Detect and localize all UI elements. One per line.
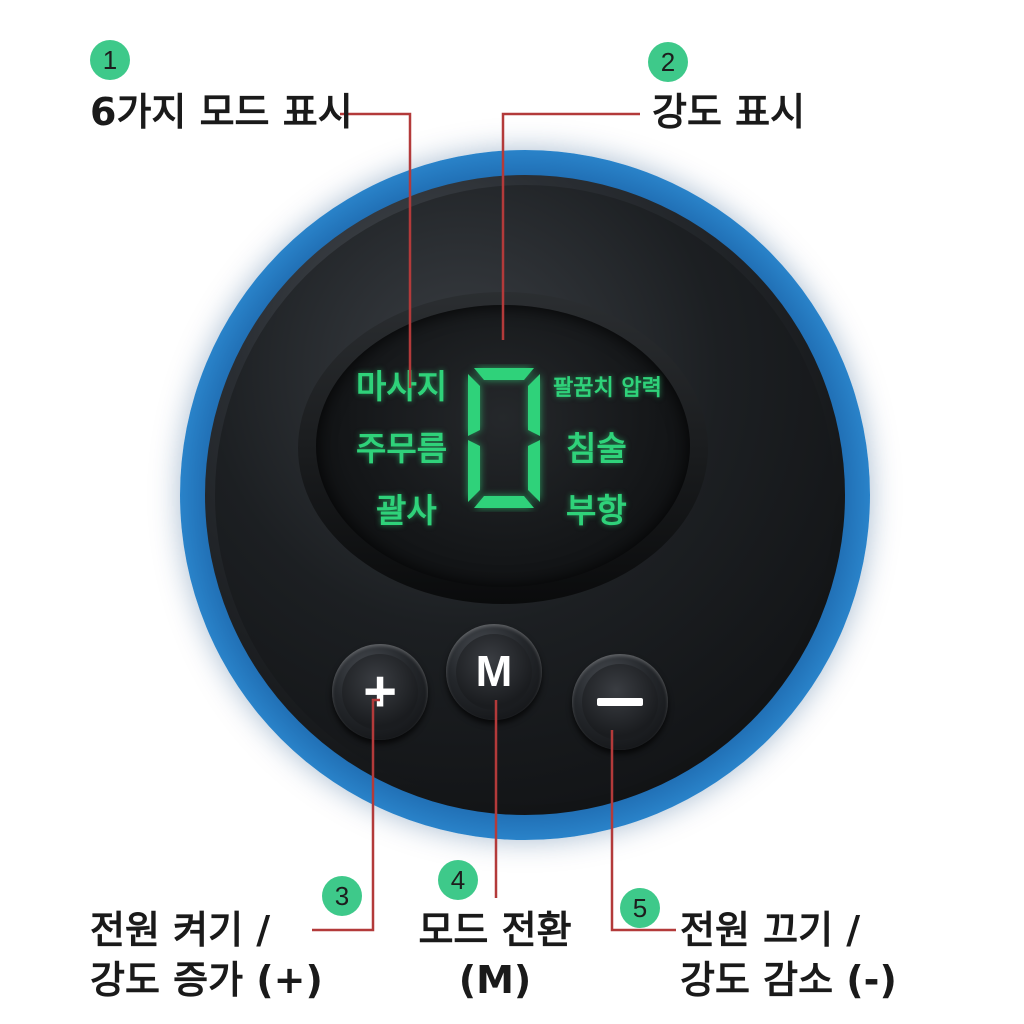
callout-label-1: 6가지 모드 표시 <box>90 90 353 134</box>
callout-badge-4: 4 <box>438 860 478 900</box>
segment-bottom-left <box>468 440 480 502</box>
segment-bottom-right <box>528 440 540 502</box>
mode-scraping: 괄사 <box>376 491 437 530</box>
callout-badge-5: 5 <box>620 888 660 928</box>
mode-acupuncture: 침술 <box>566 429 627 468</box>
mode-button[interactable]: M <box>446 624 542 720</box>
plus-button[interactable]: + <box>332 644 428 740</box>
mode-massage: 마사지 <box>356 367 448 406</box>
minus-button[interactable] <box>572 654 668 750</box>
callout-label-4-line2: (M) <box>458 958 532 1002</box>
segment-top <box>474 368 534 380</box>
callout-label-5-line1: 전원 끄기 / <box>680 908 861 952</box>
minus-icon <box>597 698 643 706</box>
mode-cupping: 부항 <box>566 491 627 530</box>
callout-label-2: 강도 표시 <box>652 90 806 134</box>
callout-label-3-line2: 강도 증가 (+) <box>90 958 323 1002</box>
callout-label-5-line2: 강도 감소 (-) <box>680 958 897 1002</box>
mode-elbow-pressure: 팔꿈치 압력 <box>553 376 662 401</box>
plus-icon: + <box>363 659 397 724</box>
callout-badge-3: 3 <box>322 876 362 916</box>
callout-label-3-line1: 전원 켜기 / <box>90 908 271 952</box>
segment-top-right <box>528 374 540 436</box>
segment-top-left <box>468 374 480 436</box>
mode-letter-icon: M <box>475 647 513 696</box>
intensity-digit <box>468 368 540 508</box>
segment-bottom <box>474 496 534 508</box>
callout-label-4-line1: 모드 전환 <box>418 908 572 952</box>
mode-kneading: 주무름 <box>356 429 448 468</box>
callout-badge-2: 2 <box>648 42 688 82</box>
callout-badge-1: 1 <box>90 40 130 80</box>
